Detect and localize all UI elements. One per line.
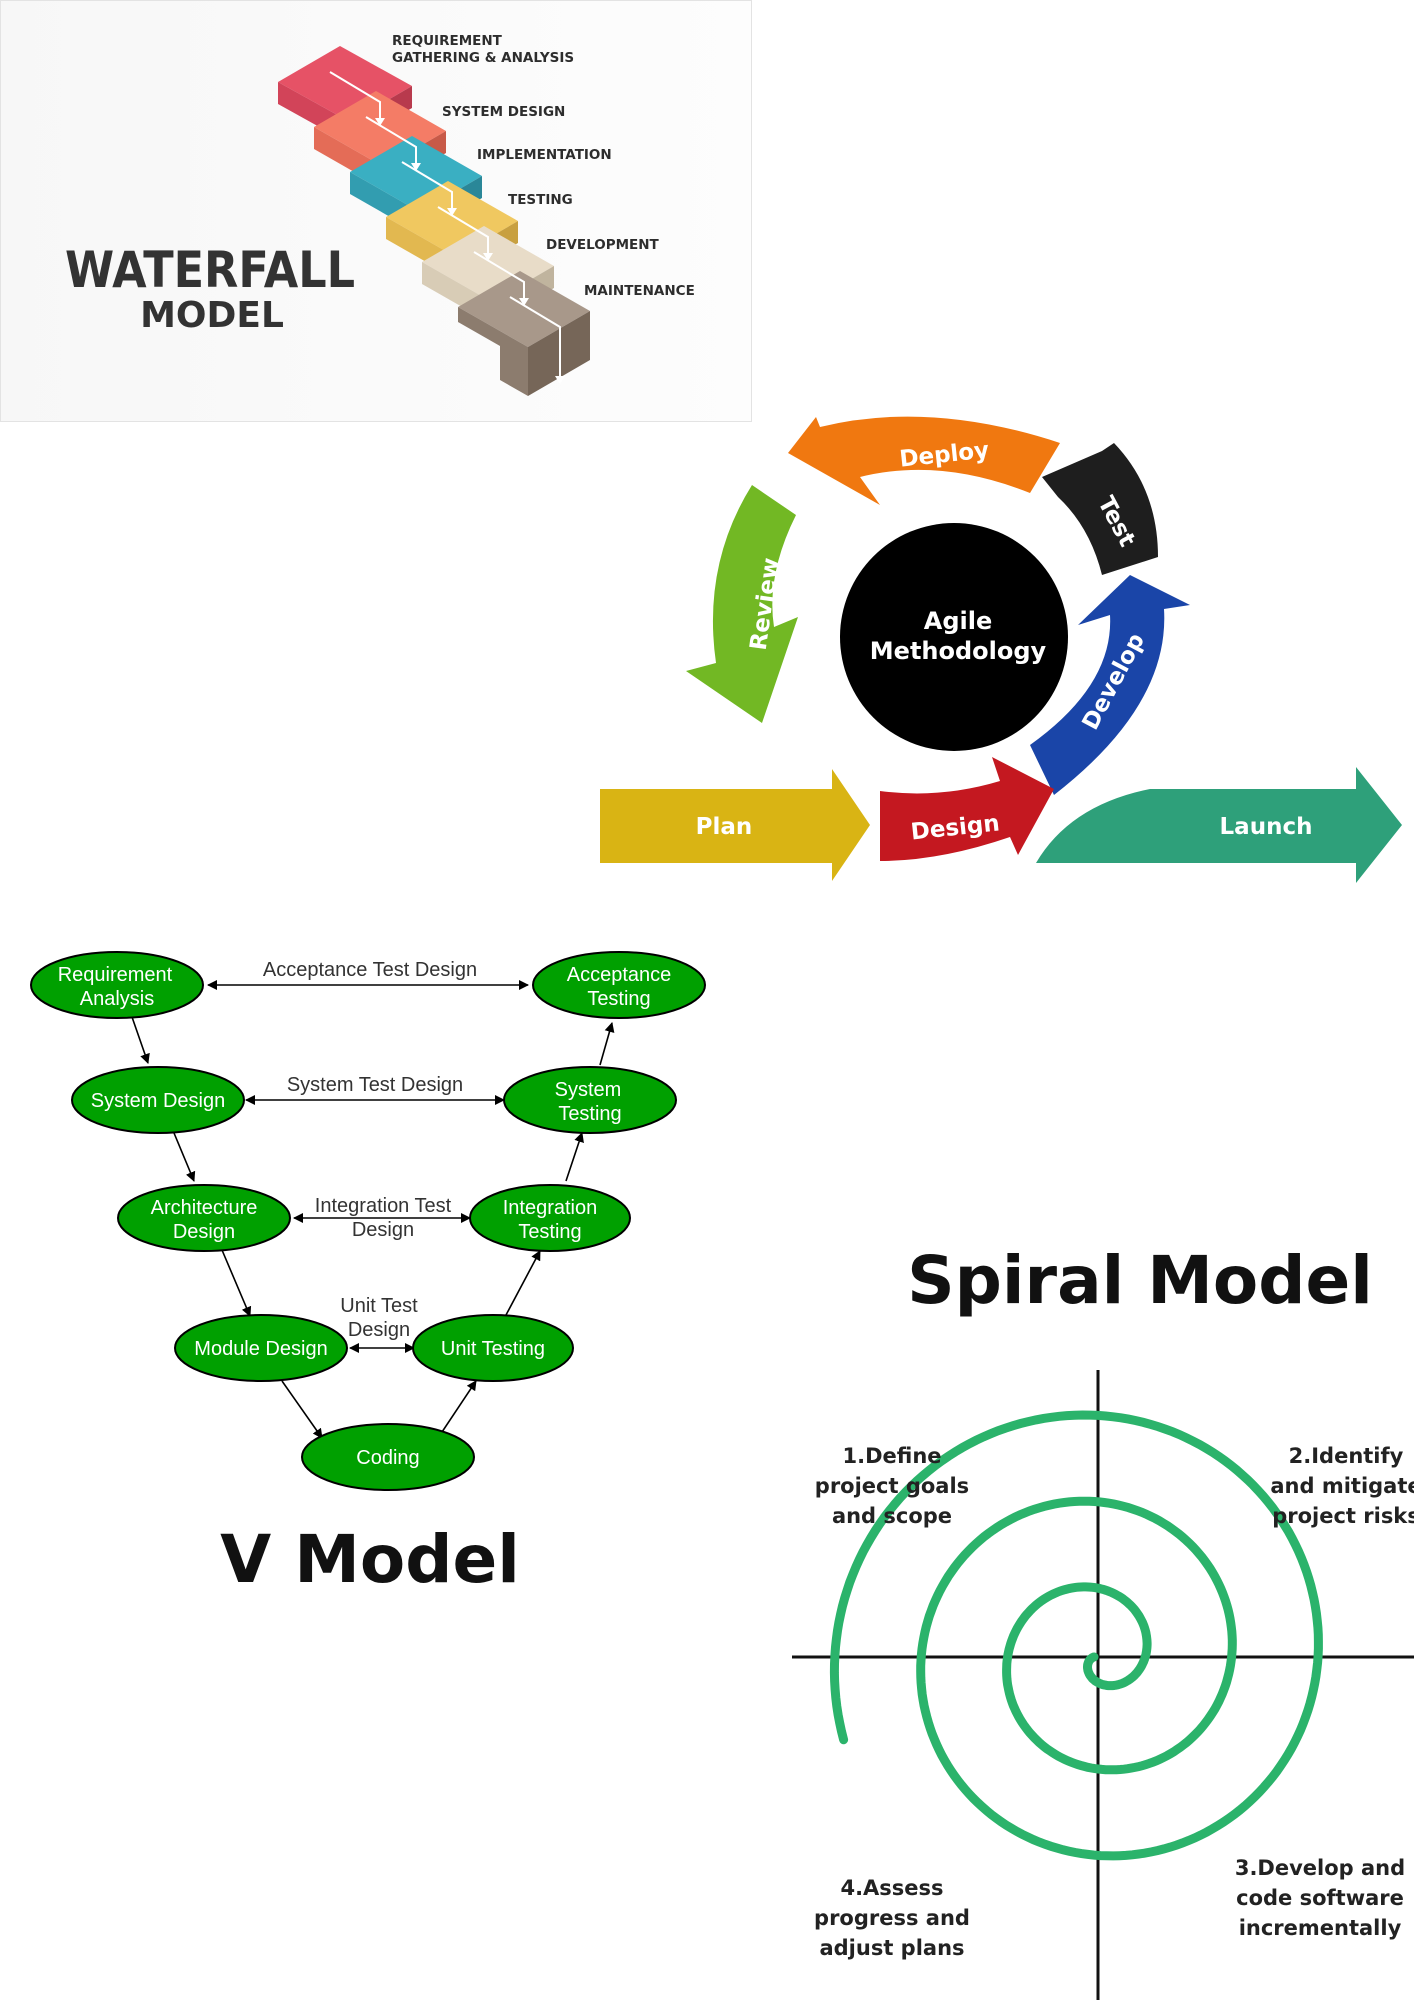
waterfall-background	[0, 0, 752, 422]
spiral-quadrant-labels: 1.Define project goals and scope 2.Ident…	[814, 1444, 1414, 1960]
waterfall-label-requirement-1: REQUIREMENT	[392, 33, 503, 49]
agile-label-plan: Plan	[696, 814, 753, 840]
v-model-node-labels: Requirement Analysis System Design Archi…	[58, 964, 672, 1469]
node-label-requirement-1: Requirement	[58, 964, 173, 986]
node-label-system-testing-2: Testing	[558, 1103, 621, 1125]
agile-arrow-launch	[1036, 767, 1402, 883]
waterfall-label-testing: TESTING	[508, 192, 573, 208]
node-integration-testing	[469, 1184, 631, 1252]
waterfall-flow-arrows	[329, 71, 561, 378]
quadrant-1-line3: and scope	[832, 1504, 952, 1528]
waterfall-diagram: REQUIREMENT GATHERING & ANALYSIS SYSTEM …	[0, 0, 752, 422]
quadrant-3-line2: code software	[1236, 1886, 1404, 1910]
quadrant-2-line2: and mitigate	[1270, 1474, 1414, 1498]
waterfall-title-line1: WATERFALL	[65, 241, 355, 299]
agile-center-line1: Agile	[924, 607, 992, 635]
edge-label-acceptance-test-design: Acceptance Test Design	[263, 959, 477, 981]
waterfall-label-requirement-2: GATHERING & ANALYSIS	[392, 50, 574, 66]
node-system-testing	[503, 1066, 677, 1134]
node-coding	[301, 1423, 475, 1491]
v-model-title: V Model	[220, 1521, 520, 1598]
node-system-design	[71, 1066, 245, 1134]
node-label-system-testing-1: System	[555, 1079, 622, 1101]
edge-label-integration-test-design-1: Integration Test	[315, 1195, 452, 1217]
waterfall-label-maintenance: MAINTENANCE	[584, 283, 695, 299]
node-unit-testing	[412, 1314, 574, 1382]
node-label-coding: Coding	[356, 1447, 419, 1469]
agile-arrow-plan	[600, 769, 870, 881]
edge-label-unit-test-design-2: Design	[348, 1319, 410, 1341]
node-architecture-design	[117, 1184, 291, 1252]
quadrant-4-line3: adjust plans	[819, 1936, 964, 1960]
quadrant-3-line1: 3.Develop and	[1235, 1856, 1405, 1880]
node-label-architecture-1: Architecture	[151, 1197, 258, 1219]
edge-label-system-test-design: System Test Design	[287, 1074, 463, 1096]
v-model-panel: Acceptance Test Design System Test Desig…	[0, 935, 720, 1615]
node-acceptance-testing	[532, 951, 706, 1019]
quadrant-1-line1: 1.Define	[842, 1444, 941, 1468]
waterfall-arrowheads	[375, 118, 565, 384]
agile-diagram: Deploy Test Develop Review Plan Design L…	[600, 416, 1402, 883]
spiral-title: Spiral Model	[907, 1242, 1373, 1319]
quadrant-2-line1: 2.Identify	[1289, 1444, 1404, 1468]
agile-arrow-deploy	[788, 416, 1060, 505]
v-model-flow-lines	[131, 980, 615, 1439]
quadrant-3-line3: incrementally	[1239, 1916, 1402, 1940]
agile-center-circle	[840, 523, 1068, 751]
edge-label-integration-test-design-2: Design	[352, 1219, 414, 1241]
agile-panel: Deploy Test Develop Review Plan Design L…	[590, 405, 1414, 895]
waterfall-label-system-design: SYSTEM DESIGN	[442, 104, 565, 120]
node-label-system-design: System Design	[91, 1090, 226, 1112]
v-model-nodes	[30, 951, 706, 1491]
v-model-diagram: Acceptance Test Design System Test Desig…	[30, 951, 706, 1598]
agile-label-launch: Launch	[1220, 814, 1313, 840]
node-label-requirement-2: Analysis	[80, 988, 154, 1010]
agile-arrow-develop	[1030, 575, 1190, 795]
node-module-design	[174, 1314, 348, 1382]
waterfall-title-line2: MODEL	[140, 295, 284, 336]
waterfall-label-implementation: IMPLEMENTATION	[477, 147, 612, 163]
node-label-architecture-2: Design	[173, 1221, 235, 1243]
quadrant-4-line2: progress and	[814, 1906, 970, 1930]
quadrant-1-line2: project goals	[815, 1474, 969, 1498]
spiral-panel: Spiral Model 1.Define project goals and …	[780, 1230, 1414, 2000]
node-label-acceptance-1: Acceptance	[567, 964, 672, 986]
agile-arrow-test	[1042, 443, 1158, 575]
quadrant-2-line3: project risks	[1272, 1504, 1414, 1528]
agile-arrow-review	[686, 485, 798, 723]
edge-label-unit-test-design-1: Unit Test	[340, 1295, 418, 1317]
agile-arrow-design	[880, 757, 1054, 861]
quadrant-4-line1: 4.Assess	[840, 1876, 943, 1900]
node-requirement-analysis	[30, 951, 204, 1019]
spiral-diagram: Spiral Model 1.Define project goals and …	[792, 1242, 1414, 2000]
node-label-module-design: Module Design	[194, 1338, 327, 1360]
node-label-unit-testing: Unit Testing	[441, 1338, 545, 1360]
node-label-integration-2: Testing	[518, 1221, 581, 1243]
waterfall-label-development: DEVELOPMENT	[546, 237, 660, 253]
node-label-acceptance-2: Testing	[587, 988, 650, 1010]
v-model-edge-labels: Acceptance Test Design System Test Desig…	[254, 959, 484, 1341]
waterfall-panel: REQUIREMENT GATHERING & ANALYSIS SYSTEM …	[0, 0, 752, 422]
agile-center-line2: Methodology	[870, 637, 1047, 665]
spiral-curve	[829, 1410, 1323, 1861]
node-label-integration-1: Integration	[503, 1197, 598, 1219]
